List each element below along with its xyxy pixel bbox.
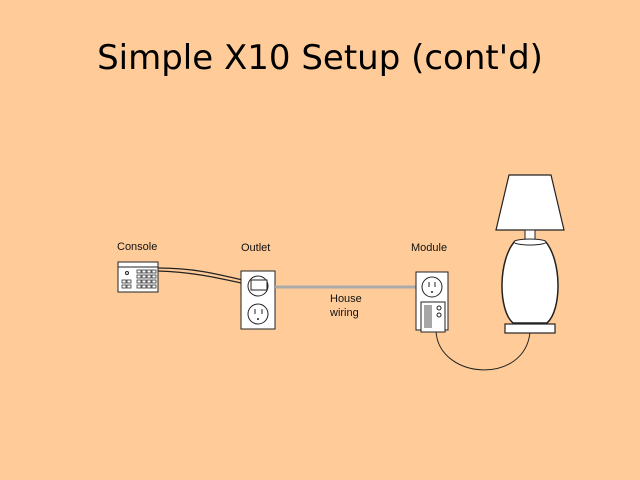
slide-title: Simple X10 Setup (cont'd) <box>97 38 543 78</box>
house-wiring-label-2: wiring <box>330 307 359 319</box>
outlet-label: Outlet <box>241 242 271 254</box>
house-wiring-label-1: House <box>330 293 362 305</box>
module-icon <box>415 271 449 333</box>
module-label: Module <box>411 242 448 254</box>
console-cord <box>157 267 256 287</box>
console-icon <box>117 261 159 293</box>
lamp-icon <box>495 174 565 334</box>
lamp-cord <box>435 331 531 371</box>
outlet-icon <box>240 270 276 330</box>
console-label: Console <box>117 241 158 253</box>
